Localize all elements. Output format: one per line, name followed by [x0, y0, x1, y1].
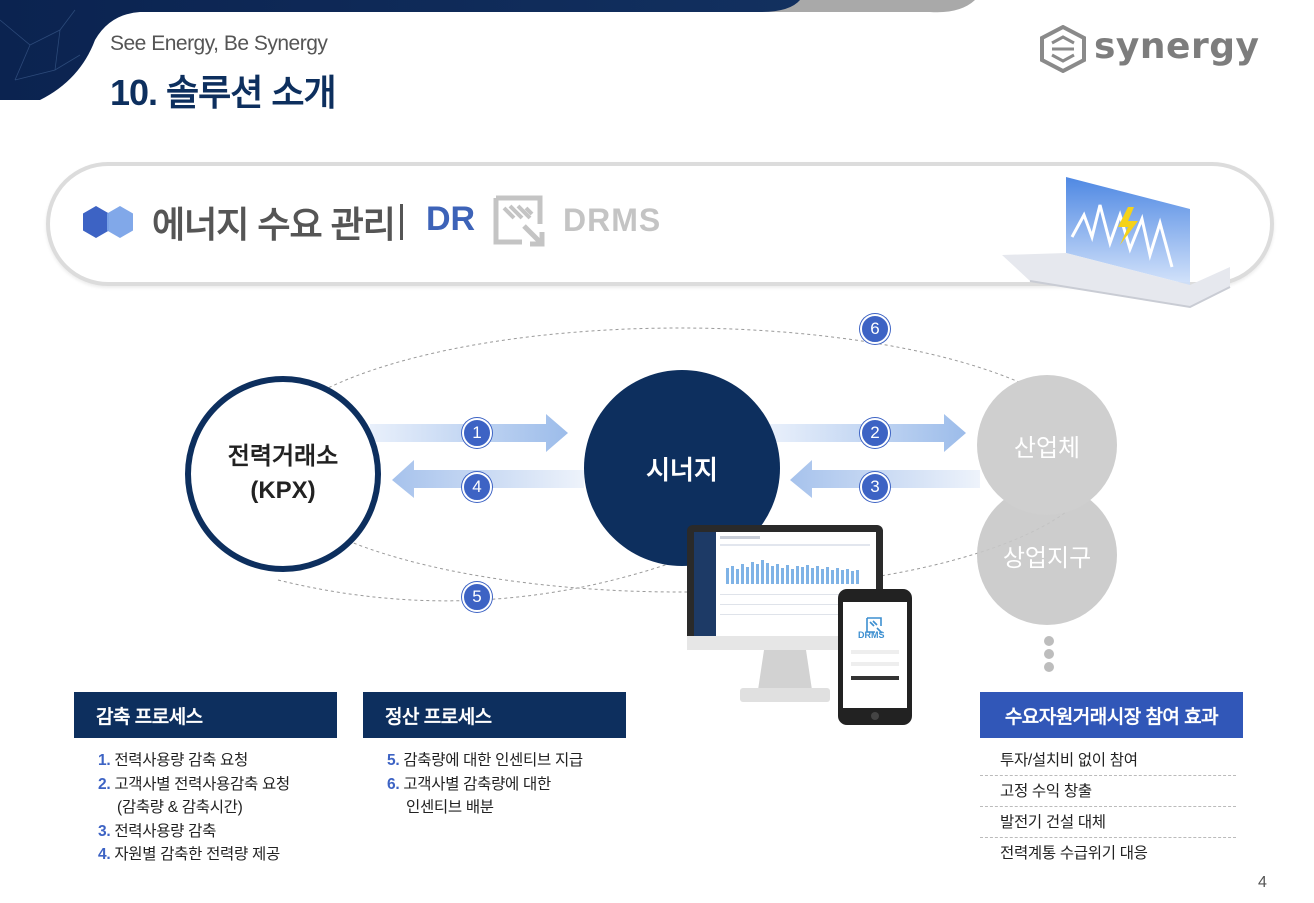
step-badge-2: 2: [860, 418, 890, 448]
list-item-subtext: (감축량 & 감축시간): [117, 799, 243, 816]
synergy-logo-icon: [1040, 25, 1086, 73]
step-badge-3: 3: [860, 472, 890, 502]
node-kpx: 전력거래소 (KPX): [185, 376, 381, 572]
list-item: 3.전력사용량 감축: [98, 820, 348, 844]
banner-dr-label: DR: [426, 200, 476, 238]
settlement-process-header: 정산 프로세스: [363, 692, 626, 738]
step-badge-6: 6: [860, 314, 890, 344]
list-item: 5.감축량에 대한 인센티브 지급: [387, 749, 627, 773]
banner-drms-label: DRMS: [563, 202, 662, 238]
tagline: See Energy, Be Synergy: [110, 32, 328, 55]
list-item: 6.고객사별 감축량에 대한: [387, 773, 627, 797]
settlement-process-list: 5.감축량에 대한 인센티브 지급 6.고객사별 감축량에 대한 인센티브 배분: [387, 749, 627, 820]
node-industrial: 산업체: [977, 375, 1117, 515]
step-badge-4: 4: [462, 472, 492, 502]
reduction-process-list: 1.전력사용량 감축 요청 2.고객사별 전력사용감축 요청 (감축량 & 감축…: [98, 749, 348, 867]
list-item-number: 1.: [98, 752, 111, 769]
list-item-subtext: 인센티브 배분: [406, 799, 494, 816]
list-item-text: 감축량에 대한 인센티브 지급: [403, 752, 583, 769]
list-item-text: 고객사별 전력사용감축 요청: [114, 775, 290, 793]
effect-item: 고정 수익 창출: [980, 777, 1236, 807]
list-item-text: 고객사별 감축량에 대한: [403, 775, 551, 793]
list-item-number: 3.: [98, 822, 111, 840]
page-number: 4: [1258, 874, 1267, 891]
more-dot: [1044, 662, 1054, 672]
phone-illustration: [838, 589, 912, 725]
list-item-number: 5.: [387, 752, 400, 769]
kpx-label-line1: 전력거래소: [227, 443, 339, 470]
list-item-number: 4.: [98, 846, 111, 863]
effect-item: 전력계통 수급위기 대응: [1000, 845, 1148, 862]
banner-separator: [400, 204, 403, 240]
list-item-text: 자원별 감축한 전력량 제공: [114, 846, 280, 863]
monitor-illustration: [687, 525, 883, 702]
logo-text: synergy: [1094, 26, 1260, 67]
step-badge-1: 1: [462, 418, 492, 448]
effect-item: 투자/설치비 없이 참여: [980, 746, 1236, 776]
more-dot: [1044, 636, 1054, 646]
list-item: 1.전력사용량 감축 요청: [98, 749, 348, 773]
effect-item: 발전기 건설 대체: [980, 808, 1236, 838]
list-item-text: 전력사용량 감축 요청: [114, 752, 248, 769]
hexagon-pair-icon: [83, 206, 133, 238]
reduction-process-header: 감축 프로세스: [74, 692, 337, 738]
list-item: 4.자원별 감축한 전력량 제공: [98, 843, 348, 867]
step-badge-5: 5: [462, 582, 492, 612]
list-item-number: 2.: [98, 775, 111, 793]
kpx-label-line2: (KPX): [250, 477, 316, 504]
list-item: 2.고객사별 전력사용감축 요청: [98, 773, 348, 797]
list-item-number: 6.: [387, 775, 400, 793]
list-item-text: 전력사용량 감축: [114, 822, 217, 840]
effects-header: 수요자원거래시장 참여 효과: [980, 692, 1243, 738]
banner-title: 에너지 수요 관리: [152, 204, 396, 245]
drms-logo-icon: [493, 195, 545, 247]
more-dot: [1044, 649, 1054, 659]
page-title: 10. 솔루션 소개: [110, 72, 337, 113]
laptop-chart-illustration: [1002, 177, 1231, 309]
phone-brand-label: DRMS: [858, 630, 885, 640]
